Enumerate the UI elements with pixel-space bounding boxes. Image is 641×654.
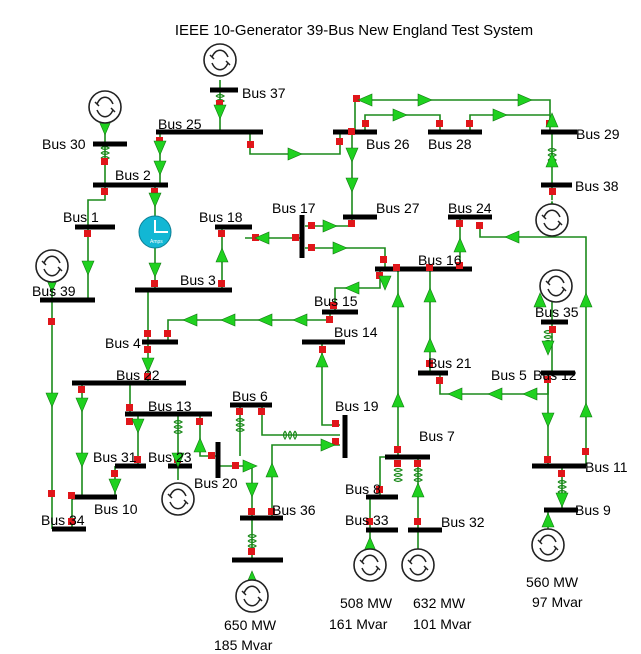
bus-label: Bus 14 [334,324,378,340]
bus-label: Bus 20 [194,475,238,491]
bus-label: Bus 38 [575,178,619,194]
bus-label: Bus 28 [428,136,472,152]
diagram-title: IEEE 10-Generator 39-Bus New England Tes… [175,22,533,39]
transmission-lines [51,80,587,560]
generator-icon [35,43,573,613]
gen33-mw: 632 MW [413,595,466,611]
generator-readouts: 650 MW 185 Mvar 508 MW 161 Mvar 632 MW 1… [214,574,583,653]
bus-label: Bus 32 [441,514,485,530]
bus-label: Bus 33 [345,512,389,528]
ammeter-label: Amps [150,239,163,245]
bus-label: Bus 7 [419,428,455,444]
transformer-icon [100,93,567,549]
bus-label: Bus 16 [418,252,462,268]
bus-label: Bus 10 [94,501,138,517]
bus-label: Bus 36 [272,502,316,518]
bus-label: Bus 17 [272,200,316,216]
bus-label: Bus 19 [335,398,379,414]
gen34-mw: 508 MW [340,595,393,611]
bus-label: Bus 2 [115,167,151,183]
ammeter-icon: Amps [138,215,172,249]
bus-label: Bus 13 [148,398,192,414]
gen36-mvar: 97 Mvar [532,594,583,610]
bus-label: Bus 24 [448,200,492,216]
bus-label: Bus 1 [63,209,99,225]
bus-label: Bus 27 [376,200,420,216]
gen32-mw: 650 MW [224,617,277,633]
bus-label: Bus 9 [575,502,611,518]
bus-label: Bus 39 [32,283,76,299]
bus-label: Bus 37 [242,85,286,101]
bus-labels: Bus 37 Bus 30 Bus 25 Bus 2 Bus 26 Bus 28… [32,85,628,530]
bus-label: Bus 21 [428,355,472,371]
circuit-breaker-icon [48,95,589,555]
bus-label: Bus 34 [41,512,85,528]
bus-label: Bus 35 [535,304,579,320]
gen36-mw: 560 MW [526,574,579,590]
gen34-mvar: 161 Mvar [329,616,388,632]
bus-label: Bus 11 [585,459,628,475]
gen33-mvar: 101 Mvar [413,616,472,632]
bus-label: Bus 12 [533,367,577,383]
bus-label: Bus 30 [42,136,86,152]
bus-bars [40,87,586,563]
bus-label: Bus 3 [180,272,216,288]
bus-label: Bus 26 [366,136,410,152]
bus-label: Bus 31 [93,449,137,465]
bus-label: Bus 25 [158,116,202,132]
bus-label: Bus 18 [199,209,243,225]
bus-label: Bus 29 [576,126,620,142]
bus-label: Bus 4 [105,335,141,351]
bus-label: Bus 23 [148,449,192,465]
gen32-mvar: 185 Mvar [214,637,273,653]
bus-label: Bus 22 [116,367,160,383]
bus-label: Bus 5 [491,367,527,383]
bus-label: Bus 8 [345,481,381,497]
bus-label: Bus 6 [232,388,268,404]
bus-label: Bus 15 [314,293,358,309]
